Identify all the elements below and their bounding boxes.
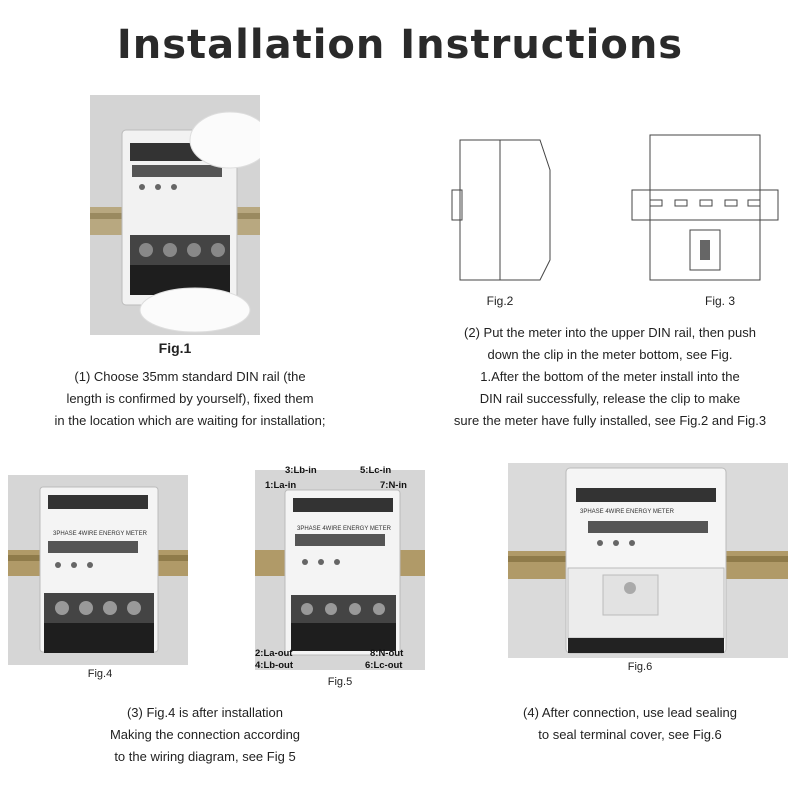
fig5-meter-illustration: 3PHASE 4WIRE ENERGY METER [255,470,425,670]
fig2-caption: Fig.2 [486,294,514,308]
wire-label-la-out: 2:La-out [255,648,293,659]
step2-text: (2) Put the meter into the upper DIN rai… [420,322,800,432]
step1-line: length is confirmed by yourself), fixed … [66,391,314,406]
fig1-photo [90,95,260,335]
fig6-meter-label: 3PHASE 4WIRE ENERGY METER [580,509,675,515]
step2-line: sure the meter have fully installed, see… [453,413,767,428]
step2-line: (2) Put the meter into the upper DIN rai… [464,325,756,340]
step2-line: down the clip in the meter bottom, see F… [487,347,733,362]
fig4-caption: Fig.4 [87,668,113,680]
fig3-front-view [631,134,779,281]
step1-text: (1) Choose 35mm standard DIN rail (the l… [40,366,340,432]
step3-line: (3) Fig.4 is after installation [126,705,284,720]
fig4-meter-label: 3PHASE 4WIRE ENERGY METER [53,531,148,537]
wire-label-lc-out: 6:Lc-out [365,660,403,671]
wire-label-la-in: 1:La-in [265,480,297,491]
step3-text: (3) Fig.4 is after installation Making t… [50,702,360,768]
step1-line: in the location which are waiting for in… [54,413,326,428]
fig4-meter-illustration: 3PHASE 4WIRE ENERGY METER [8,475,188,665]
step3-line: Making the connection according [109,727,301,742]
fig6-caption: Fig.6 [627,661,653,673]
fig5-meter-label: 3PHASE 4WIRE ENERGY METER [297,526,392,532]
wire-label-n-out: 8:N-out [370,648,404,659]
fig6-meter-illustration: 3PHASE 4WIRE ENERGY METER [508,463,788,658]
fig5-photo: 3PHASE 4WIRE ENERGY METER [255,470,425,670]
step2-line: 1.After the bottom of the meter install … [480,369,740,384]
step4-text: (4) After connection, use lead sealing t… [480,702,780,746]
step4-line: (4) After connection, use lead sealing [523,705,737,720]
fig5-caption: Fig.5 [327,676,353,688]
fig6-photo: 3PHASE 4WIRE ENERGY METER [508,463,788,658]
wire-label-lb-in: 3:Lb-in [285,465,317,476]
wire-label-lc-in: 5:Lc-in [360,465,392,476]
page-title: Installation Instructions [116,22,684,68]
step2-line: DIN rail successfully, release the clip … [479,391,741,406]
fig1-meter-illustration [90,95,260,335]
fig4-photo: 3PHASE 4WIRE ENERGY METER [8,475,188,665]
wire-label-n-in: 7:N-in [380,480,407,491]
fig1-caption: Fig.1 [158,340,192,356]
step4-line: to seal terminal cover, see Fig.6 [538,727,722,742]
fig2-drawing [450,130,570,290]
step3-line: to the wiring diagram, see Fig 5 [114,749,296,764]
step1-line: (1) Choose 35mm standard DIN rail (the [74,369,306,384]
fig3-caption: Fig. 3 [704,294,735,308]
fig2-side-view [451,139,551,281]
fig3-drawing [630,130,780,290]
wire-label-lb-out: 4:Lb-out [255,660,293,671]
